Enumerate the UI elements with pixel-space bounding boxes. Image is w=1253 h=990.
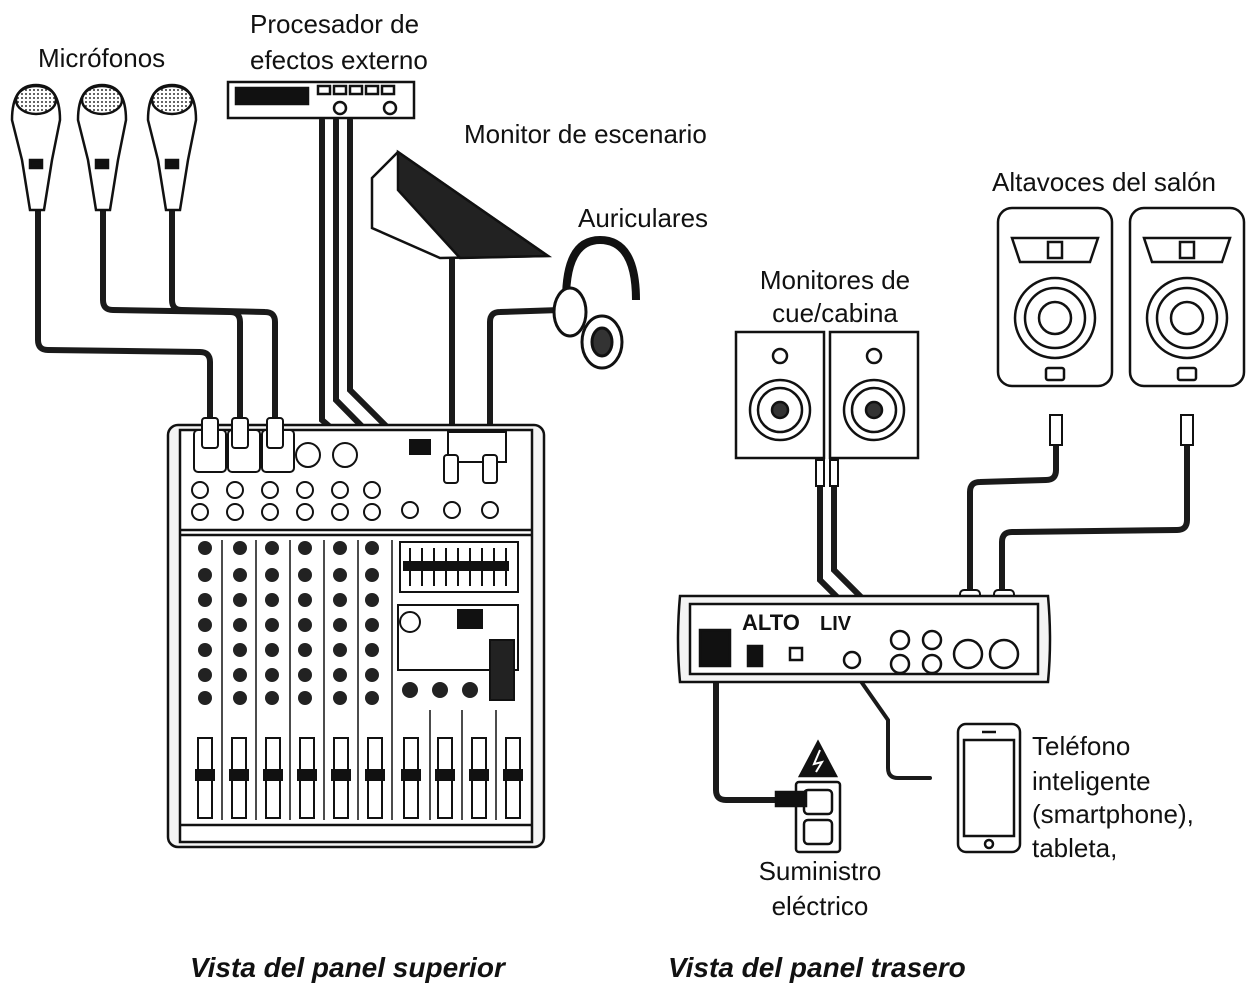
label-device-line3: (smartphone), xyxy=(1032,799,1194,829)
svg-text:LIV: LIV xyxy=(820,613,852,635)
smartphone xyxy=(956,722,1022,854)
label-headphones: Auriculares xyxy=(578,203,709,233)
label-power-line2: eléctrico xyxy=(771,891,869,921)
cue-monitors xyxy=(734,330,920,460)
caption-top-panel: Vista del panel superior xyxy=(190,952,505,983)
mixer-top-panel xyxy=(166,423,546,849)
mixer-rear-panel: ALTO LIV xyxy=(676,594,1052,684)
top-plugs xyxy=(201,417,498,484)
room-speaker-left xyxy=(996,206,1114,388)
stage-monitor xyxy=(370,149,552,260)
label-cue-line2: cue/cabina xyxy=(772,298,898,328)
room-cable-left xyxy=(967,437,1059,603)
label-device-line1: Teléfono xyxy=(1032,731,1131,761)
headphone-cable xyxy=(487,307,563,473)
room-cable-right xyxy=(999,437,1190,603)
mic-cable-2 xyxy=(100,202,243,423)
room-speakers xyxy=(996,206,1246,388)
label-room-speakers: Altavoces del salón xyxy=(992,167,1217,197)
microphone-1 xyxy=(10,83,62,212)
warning-icon xyxy=(797,739,839,778)
label-fx-line1: Procesador de xyxy=(250,9,420,39)
cue-monitor-right xyxy=(828,330,920,460)
label-device-line2: inteligente xyxy=(1032,766,1151,796)
power-outlet xyxy=(774,739,842,854)
label-stage-monitor: Monitor de escenario xyxy=(464,119,707,149)
caption-rear-panel: Vista del panel trasero xyxy=(668,952,966,983)
room-speaker-right xyxy=(1128,206,1246,388)
headphones xyxy=(552,235,640,370)
label-power-line1: Suministro xyxy=(758,856,882,886)
label-cue-line1: Monitores de xyxy=(759,265,911,295)
mic-cable-3 xyxy=(169,202,278,423)
cables-top xyxy=(35,117,563,473)
label-fx-line2: efectos externo xyxy=(250,45,428,75)
microphone-2 xyxy=(76,83,128,212)
microphone-3 xyxy=(146,83,198,212)
cables-rear xyxy=(713,437,1190,803)
power-cable xyxy=(713,662,803,803)
fx-processor xyxy=(226,80,416,120)
device-cable xyxy=(858,678,932,780)
mic-cable-1 xyxy=(35,202,213,423)
label-device-line4: tableta, xyxy=(1032,833,1118,863)
label-microphones: Micrófonos xyxy=(38,43,166,73)
cue-monitor-left xyxy=(734,330,826,460)
svg-text:ALTO: ALTO xyxy=(742,610,800,635)
microphones xyxy=(10,83,198,212)
